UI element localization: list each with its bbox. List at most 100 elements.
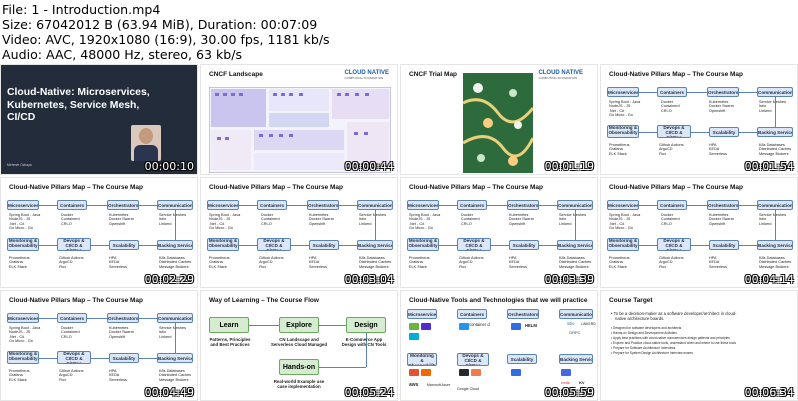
scalability-box: Scalability <box>109 240 139 250</box>
flow-arrow <box>575 210 576 240</box>
orchestrators-tech: Kubernetes Docker Swarm Openshift <box>709 100 734 113</box>
flow-arrow <box>491 245 509 246</box>
flow-arrow <box>239 245 257 246</box>
thumbnail-course-flow[interactable]: Way of Learning – The Course Flow Learn … <box>200 290 398 401</box>
orchestrators-tech: Kubernetes Docker Swarm Openshift <box>709 213 734 226</box>
devops-box: Devops & CI/CD & GitOps <box>457 353 489 366</box>
microservices-tech: Spring Boot - Java NodeJS - JS .Net - C#… <box>609 213 641 231</box>
keda-icon <box>511 369 521 376</box>
flow-arrow <box>319 325 346 326</box>
file-size-duration: Size: 67042012 B (63.94 MiB), Duration: … <box>2 17 318 32</box>
slide-title: CNCF Trial Map <box>409 71 458 78</box>
microservices-box: Microservices <box>607 87 639 97</box>
thumbnail-tools[interactable]: Cloud-Native Tools and Technologies that… <box>400 290 598 401</box>
file-info-header: File: 1 - Introduction.mp4 Size: 6704201… <box>0 0 798 62</box>
thumbnail-pillars-map[interactable]: Cloud-Native Pillars Map – The Course Ma… <box>600 64 798 175</box>
flow-arrow <box>91 358 109 359</box>
orchestrators-box: Orchestrators <box>107 313 139 323</box>
flow-arrow <box>739 205 757 206</box>
audio-info: Audio: AAC, 48000 Hz, stereo, 63 kb/s <box>2 47 243 62</box>
containers-tech: Docker Containerd CRI-O <box>61 213 80 226</box>
thumbnail-pillars-map[interactable]: Cloud-Native Pillars Map – The Course Ma… <box>0 290 198 401</box>
containers-box: Containers <box>57 313 87 323</box>
communications-tech: Service Meshes Istio Linkerd <box>359 213 387 226</box>
backing-tech: K8s Databases Distributed Caches Message… <box>159 256 192 269</box>
scalability-box: Scalability <box>509 240 539 250</box>
thumbnail-grid: Cloud-Native: Microservices, Kubernetes,… <box>0 64 798 401</box>
scalability-box: Scalability <box>309 240 339 250</box>
flow-arrow <box>319 367 366 368</box>
thumbnail-pillars-map[interactable]: Cloud-Native Pillars Map – The Course Ma… <box>600 177 798 288</box>
slide-title: Cloud-Native Tools and Technologies that… <box>409 297 588 304</box>
backing-box: Backing Services <box>557 240 593 250</box>
devops-box: Devops & CI/CD & GitOps <box>57 351 91 364</box>
containers-box: Containers <box>457 200 487 210</box>
thumbnail-course-target[interactable]: Course Target • To be a decision-maker a… <box>600 290 798 401</box>
monitoring-box: Monitoring & Observability <box>7 351 39 364</box>
flow-arrow <box>91 245 109 246</box>
scalability-tech: HPA KEDA Serverless <box>709 256 727 269</box>
timestamp: 00:03:04 <box>344 273 394 286</box>
microservices-box: Microservices <box>207 200 239 210</box>
containerd-logo: container d <box>469 322 490 327</box>
flow-arrow <box>439 205 457 206</box>
timestamp: 00:06:34 <box>744 386 794 399</box>
thumbnail-intro[interactable]: Cloud-Native: Microservices, Kubernetes,… <box>0 64 198 175</box>
microservices-box: Microservices <box>407 309 437 319</box>
thumbnail-pillars-map[interactable]: Cloud-Native Pillars Map – The Course Ma… <box>200 177 398 288</box>
containers-box: Containers <box>57 200 87 210</box>
prometheus-icon <box>409 369 419 376</box>
slide-title: Cloud-Native Pillars Map – The Course Ma… <box>209 184 343 191</box>
monitoring-box: Monitoring & Observability <box>407 353 437 366</box>
orchestrators-box: Orchestrators <box>707 87 739 97</box>
flow-arrow <box>39 205 57 206</box>
timestamp: 00:05:59 <box>544 386 594 399</box>
timestamp: 00:00:10 <box>144 160 194 173</box>
github-icon <box>459 369 469 376</box>
containers-tech: Docker Containerd CRI-O <box>661 213 680 226</box>
orchestrators-box: Orchestrators <box>507 200 539 210</box>
helm-logo: HELM <box>525 323 537 328</box>
microservices-tech: Spring Boot - Java NodeJS - JS .Net - C#… <box>9 326 41 344</box>
thumbnail-pillars-map[interactable]: Cloud-Native Pillars Map – The Course Ma… <box>0 177 198 288</box>
slide-title: Cloud-Native Pillars Map – The Course Ma… <box>9 297 143 304</box>
go-icon <box>409 333 419 340</box>
backing-box: Backing Services <box>559 354 593 364</box>
devops-tech: Github Actions ArgoCD Flux <box>259 256 284 269</box>
flow-arrow <box>175 210 176 240</box>
target-bullet-1-cont: native architecture boards. <box>615 316 665 321</box>
monitoring-box: Monitoring & Observability <box>607 238 639 251</box>
monitoring-tech: Prometheus Grafana ELK Stack <box>609 143 630 156</box>
argocd-icon <box>471 369 481 376</box>
microservices-tech: Spring Boot - Java NodeJS - JS .Net - C#… <box>409 213 441 231</box>
orchestrators-box: Orchestrators <box>307 200 339 210</box>
timestamp: 00:01:19 <box>544 160 594 173</box>
orchestrators-tech: Kubernetes Docker Swarm Openshift <box>109 326 134 339</box>
monitoring-tech: Prometheus Grafana ELK Stack <box>209 256 230 269</box>
flow-arrow <box>775 210 776 240</box>
monitoring-tech: Prometheus Grafana ELK Stack <box>609 256 630 269</box>
flow-arrow <box>739 245 757 246</box>
devops-tech: Github Actions ArgoCD Flux <box>459 256 484 269</box>
devops-box: Devops & CI/CD & GitOps <box>57 238 91 251</box>
thumbnail-pillars-map[interactable]: Cloud-Native Pillars Map – The Course Ma… <box>400 177 598 288</box>
flow-arrow <box>39 245 57 246</box>
presenter-name: Mehmet Ozkaya <box>7 163 32 167</box>
scalability-tech: HPA KEDA Serverless <box>109 369 127 382</box>
flow-arrow <box>375 210 376 240</box>
communications-box: Communications <box>557 200 593 210</box>
spring-icon <box>409 323 419 330</box>
scalability-tech: HPA KEDA Serverless <box>109 256 127 269</box>
timestamp: 00:04:49 <box>144 386 194 399</box>
communications-box: Communications <box>559 309 593 319</box>
istio-logo: istio <box>567 321 575 326</box>
slide-title: Course Target <box>609 297 653 304</box>
target-bullet-7: • Prepare for System Design Architecture… <box>611 351 693 355</box>
communications-box: Communications <box>157 313 193 323</box>
flow-arrow <box>639 92 657 93</box>
orchestrators-tech: Kubernetes Docker Swarm Openshift <box>109 213 134 226</box>
orchestrators-tech: Kubernetes Docker Swarm Openshift <box>509 213 534 226</box>
